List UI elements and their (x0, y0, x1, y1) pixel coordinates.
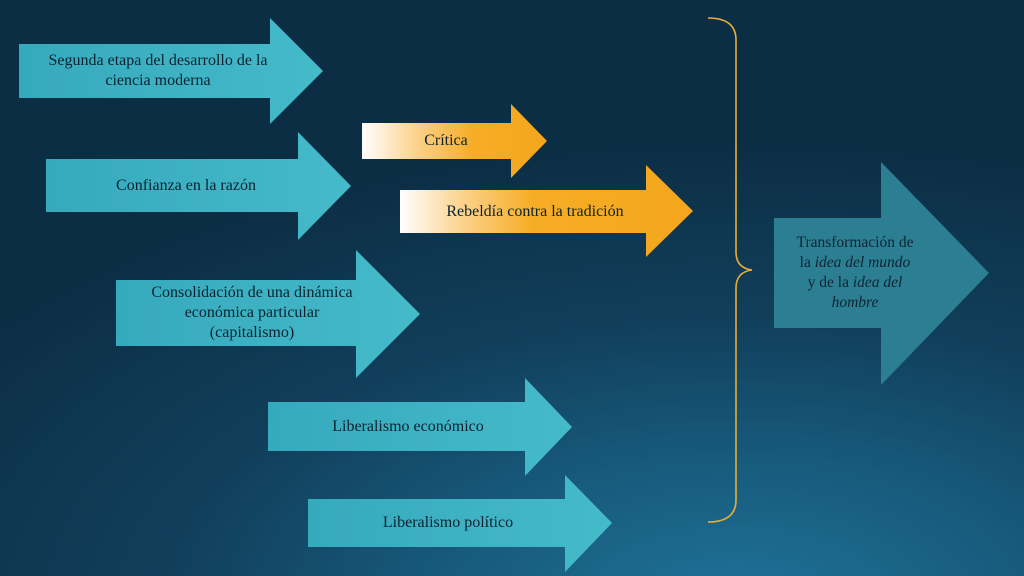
lib-economico-text: Liberalismo económico (332, 417, 484, 435)
rebeldia-text: Rebeldía contra la tradición (446, 202, 624, 220)
result-line-4-em: hombre (831, 294, 879, 311)
arrow-label-lib-economico: Liberalismo económico (268, 402, 548, 451)
segunda-etapa-line-2: ciencia moderna (105, 72, 211, 89)
arrow-shape-consolidacion (116, 250, 420, 378)
result-line-1: Transformación de (796, 234, 914, 251)
arrow-shape-rebeldia (400, 165, 693, 257)
consolidacion-line-3: (capitalismo) (209, 324, 295, 341)
arrow-label-consolidacion: Consolidación de una dinámica económica … (116, 280, 388, 346)
arrow-shape-critica (362, 104, 547, 178)
result-line-3: y de la idea del (808, 273, 903, 293)
arrow-shape-lib-economico (268, 378, 572, 476)
result-line-3-em: idea del (852, 274, 903, 291)
result-line-2-em: idea del mundo (814, 254, 911, 271)
arrow-shape-lib-politico (308, 475, 612, 572)
result-label: Transformación de la idea del mundo y de… (776, 218, 934, 328)
result-line-3-pre: y de la (807, 274, 853, 291)
segunda-etapa-line-1: Segunda etapa del desarrollo de la (48, 52, 268, 69)
lib-politico-text: Liberalismo político (382, 514, 514, 531)
arrow-label-segunda-etapa: Segunda etapa del desarrollo de la cienc… (19, 44, 297, 98)
arrow-label-rebeldia: Rebeldía contra la tradición (400, 190, 670, 233)
critica-text: Crítica (424, 132, 468, 149)
arrow-shape-segunda-etapa (19, 18, 323, 124)
curly-brace (707, 17, 753, 523)
result-line-2-pre: la (799, 254, 815, 271)
arrow-shape-result (774, 162, 989, 385)
consolidacion-line-1: Consolidación de una dinámica (151, 284, 353, 301)
result-line-2: la idea del mundo (800, 253, 911, 273)
result-line-4: hombre (832, 293, 879, 313)
arrow-label-confianza: Confianza en la razón (46, 159, 326, 212)
consolidacion-line-2: económica particular (184, 304, 320, 321)
arrow-label-critica: Crítica (362, 123, 530, 159)
arrow-shape-confianza (46, 132, 351, 240)
confianza-text: Confianza en la razón (116, 176, 256, 194)
arrow-label-lib-politico: Liberalismo político (308, 499, 588, 547)
